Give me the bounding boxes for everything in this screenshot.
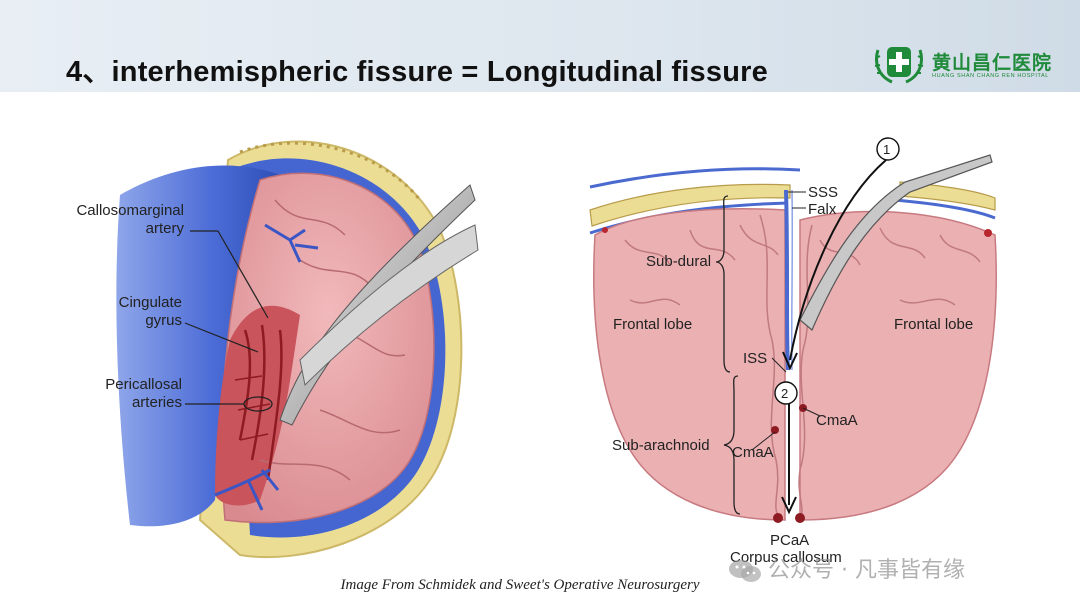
label-falx: Falx <box>808 201 837 218</box>
label-corpus-callosum: Corpus callosum <box>730 549 842 566</box>
hospital-cross-icon <box>874 47 924 84</box>
logo-chinese-text: 黄山昌仁医院 <box>932 52 1053 74</box>
right-figure <box>589 137 997 523</box>
watermark: 公众号 · 凡事皆有缘 <box>728 552 965 584</box>
brace-sub-dural <box>715 195 731 373</box>
label-cingulate-2: gyrus <box>145 312 182 329</box>
frontal-lobe-right <box>799 210 997 521</box>
label-sub-dural: Sub-dural <box>646 253 712 270</box>
wechat-icon <box>729 560 761 582</box>
hospital-logo: 黄山昌仁医院 HUANG SHAN CHANG REN HOSPITAL <box>872 42 1072 84</box>
label-cmaa-right: CmaA <box>816 412 858 429</box>
falx-blue <box>116 165 280 527</box>
brace-sub-arachnoid <box>723 375 741 515</box>
label-pericallosal-1: Pericallosal <box>105 376 182 393</box>
slide-title: 4、interhemispheric fissure = Longitudina… <box>66 56 768 88</box>
label-frontal-lobe-right: Frontal lobe <box>894 316 974 333</box>
frontal-lobe-left <box>593 208 786 521</box>
figure-caption: Image From Schmidek and Sweet's Operativ… <box>340 577 700 593</box>
label-sub-arachnoid: Sub-arachnoid <box>612 437 710 454</box>
label-cingulate-1: Cingulate <box>118 294 182 311</box>
label-callosomarginal-2: artery <box>145 220 184 237</box>
label-sss: SSS <box>808 184 839 201</box>
label-pcaa: PCaA <box>770 532 810 549</box>
falx-line <box>784 189 790 371</box>
arrow-path-1 <box>789 159 887 361</box>
label-cmaa-left: CmaA <box>732 444 774 461</box>
watermark-text: 公众号 · 凡事皆有缘 <box>768 558 965 583</box>
marker-2-circle <box>774 381 798 405</box>
skull-right <box>899 181 996 211</box>
skull-left <box>589 183 791 227</box>
marker-1-circle <box>876 137 900 161</box>
marker-2-label: 2 <box>781 386 789 401</box>
retractor-right <box>799 154 993 331</box>
logo-english-text: HUANG SHAN CHANG REN HOSPITAL <box>932 73 1049 79</box>
label-frontal-lobe-left: Frontal lobe <box>613 316 693 333</box>
marker-1-label: 1 <box>883 142 891 157</box>
label-iss: ISS <box>743 350 768 367</box>
label-pericallosal-2: arteries <box>131 394 182 411</box>
bone-texture <box>239 141 422 201</box>
label-callosomarginal-1: Callosomarginal <box>76 202 184 219</box>
left-figure <box>116 140 479 559</box>
